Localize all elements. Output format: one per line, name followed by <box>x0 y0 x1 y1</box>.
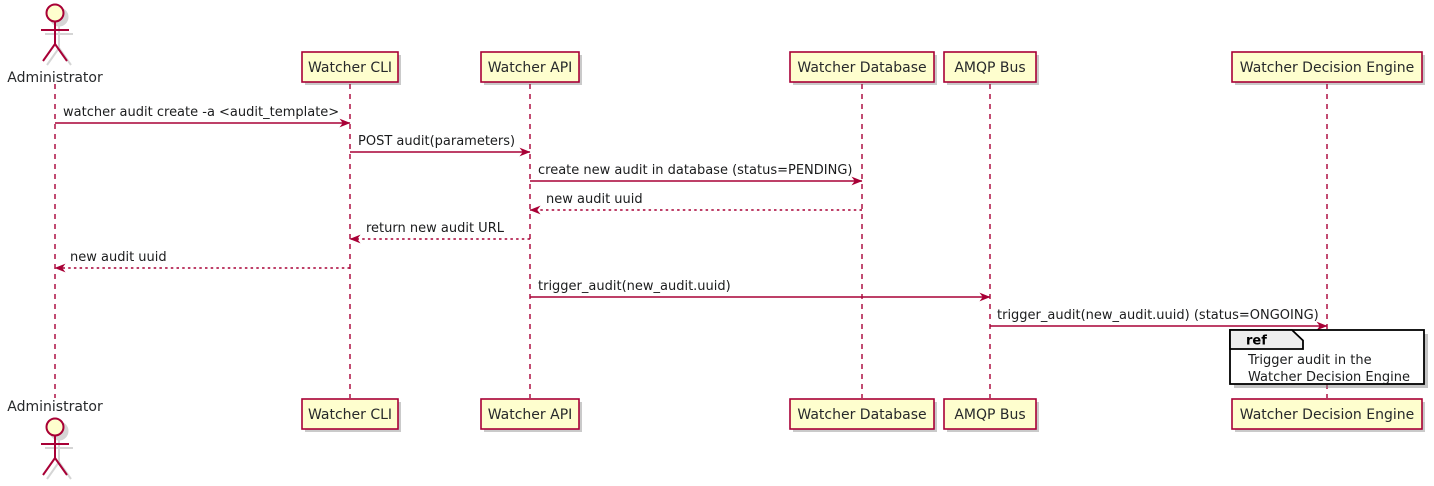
actor-figure-top <box>41 3 73 66</box>
participant-box-api-bottom[interactable] <box>480 398 580 430</box>
message-arrows: watcher audit create -a <audit_template>… <box>54 105 1328 331</box>
ref-text-line-2: Watcher Decision Engine <box>1248 370 1410 385</box>
participant-label-api-top: Watcher API <box>488 60 573 76</box>
participant-box-cli-top[interactable] <box>301 51 399 83</box>
participant-box-wde-top[interactable] <box>1231 51 1423 83</box>
message-8: trigger_audit(new_audit.uuid) (status=ON… <box>990 308 1328 331</box>
actor-figure-bottom <box>41 417 73 480</box>
participant-boxes: Watcher CLI Watcher CLI Watcher API Watcher… <box>301 51 1423 430</box>
message-1: watcher audit create -a <audit_template> <box>55 105 351 128</box>
message-6: new audit uuid <box>54 250 350 273</box>
message-label-5: return new audit URL <box>366 221 505 236</box>
participant-label-cli-top: Watcher CLI <box>308 60 392 76</box>
participant-label-cli-bottom: Watcher CLI <box>308 407 392 423</box>
message-label-7: trigger_audit(new_audit.uuid) <box>538 279 731 294</box>
message-2: POST audit(parameters) <box>350 134 531 157</box>
message-label-8: trigger_audit(new_audit.uuid) (status=ON… <box>997 308 1319 323</box>
participant-box-wde-bottom[interactable] <box>1231 398 1423 430</box>
participant-label-api-bottom: Watcher API <box>488 407 573 423</box>
message-7: trigger_audit(new_audit.uuid) <box>530 279 991 302</box>
ref-text-line-1: Trigger audit in the <box>1247 353 1372 368</box>
message-label-1: watcher audit create -a <audit_template> <box>63 105 339 120</box>
ref-tab-label: ref <box>1246 334 1267 349</box>
participant-box-amqp-bottom[interactable] <box>943 398 1037 430</box>
lifelines <box>54 84 1328 398</box>
participant-label-amqp-top: AMQP Bus <box>954 60 1025 76</box>
participant-box-amqp-top[interactable] <box>943 51 1037 83</box>
ref-tab <box>1229 329 1304 350</box>
participant-box-db-top[interactable] <box>789 51 935 83</box>
participant-label-db-top: Watcher Database <box>797 60 926 76</box>
participant-label-amqp-bottom: AMQP Bus <box>954 407 1025 423</box>
message-label-4: new audit uuid <box>546 192 643 207</box>
participant-label-wde-top: Watcher Decision Engine <box>1240 60 1414 76</box>
message-4: new audit uuid <box>529 192 862 215</box>
message-label-3: create new audit in database (status=PEN… <box>538 163 853 178</box>
message-label-2: POST audit(parameters) <box>358 134 515 149</box>
participant-box-api-top[interactable] <box>480 51 580 83</box>
participant-box-db-bottom[interactable] <box>789 398 935 430</box>
message-5: return new audit URL <box>349 221 530 244</box>
message-3: create new audit in database (status=PEN… <box>530 163 863 186</box>
message-label-6: new audit uuid <box>70 250 167 265</box>
participant-box-cli-bottom[interactable] <box>301 398 399 430</box>
actor-label-bottom: Administrator <box>7 399 103 415</box>
participant-label-wde-bottom: Watcher Decision Engine <box>1240 407 1414 423</box>
participant-label-db-bottom: Watcher Database <box>797 407 926 423</box>
actor-label-top: Administrator <box>7 70 103 86</box>
